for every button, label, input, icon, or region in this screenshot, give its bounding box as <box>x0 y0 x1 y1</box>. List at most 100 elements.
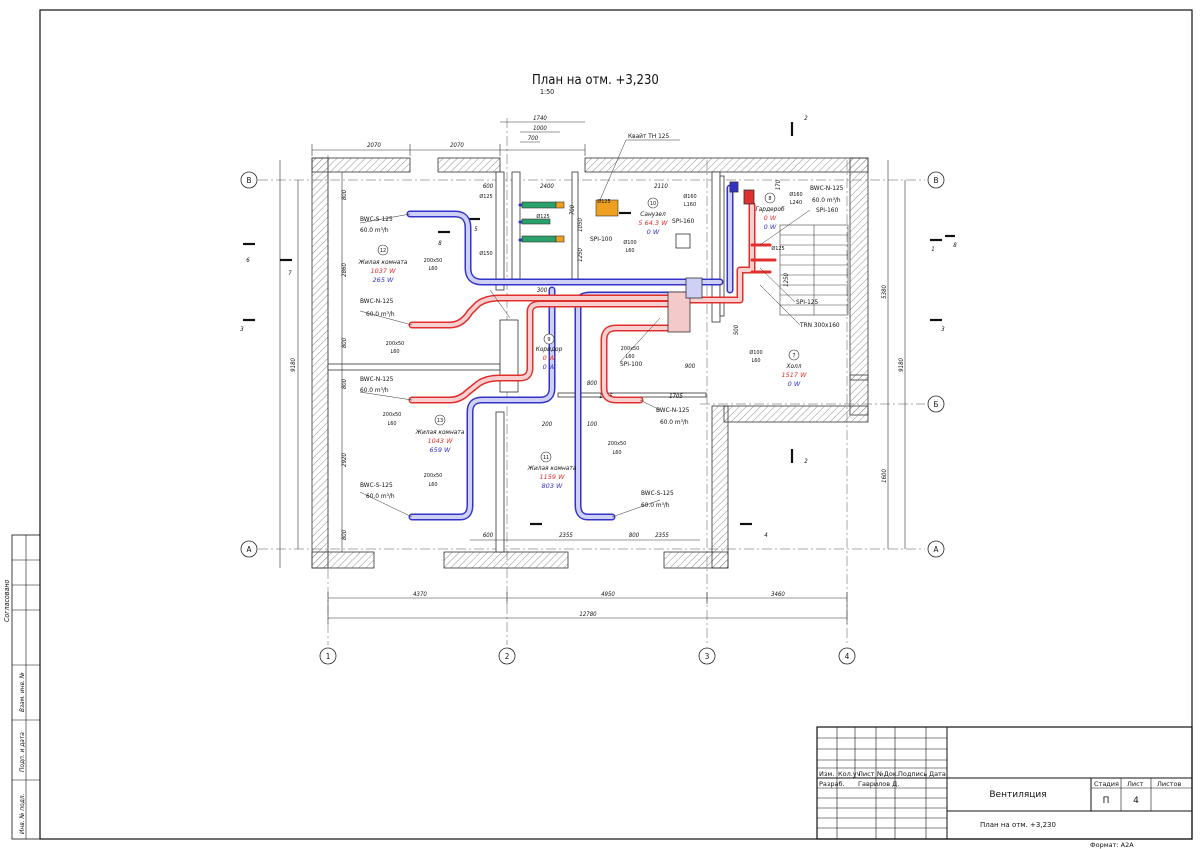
dim-bottom-3: 3460 <box>771 591 785 598</box>
room-12-heat: 1037 W <box>370 267 396 275</box>
dim-top-2: 2070 <box>450 142 464 149</box>
dim-bottom-inner-1: 600 <box>483 532 494 539</box>
tb-sheet-title: План на отм. +3,230 <box>980 821 1056 829</box>
room-7-name: Холл <box>785 362 801 370</box>
label-d100-hall-l: L60 <box>751 358 760 364</box>
label-duct-room11: 200x50 <box>608 441 627 447</box>
tb-format: Формат: А2А <box>1090 841 1134 849</box>
dim-left-6: 800 <box>341 529 348 540</box>
axis-label-4: 4 <box>845 652 850 661</box>
room-9-heat: 0 W <box>543 354 556 362</box>
dim-top-5: 700 <box>528 135 539 142</box>
label-bwc-s-125-room12: BWC-S-125 <box>360 215 393 223</box>
dim-total: 12780 <box>579 611 597 618</box>
section-mark-3-left: 3 <box>240 326 244 333</box>
label-kvait: Квайт ТН 125 <box>628 132 670 140</box>
tb-dev-role: Разраб. <box>819 780 845 788</box>
side-stamp-sign-date: Подп. и дата <box>18 732 26 772</box>
room-12-name: Жилая комната <box>358 258 408 266</box>
tb-header-date: Дата <box>929 770 946 778</box>
dim-left-4: 800 <box>341 378 348 389</box>
dim-bath-1: 700 <box>569 204 576 215</box>
label-l160: L160 <box>684 202 696 208</box>
label-d125-c: Ø125 <box>597 198 610 205</box>
label-duct-room13-l: L60 <box>387 421 396 427</box>
label-bwc-n-125-room11: BWC-N-125 <box>656 406 690 414</box>
room-13-num: 13 <box>437 418 443 424</box>
dim-misc-100: 100 <box>587 421 598 428</box>
label-d125-a: Ø125 <box>479 193 492 200</box>
side-stamp-inv: Инв. № подл. <box>18 794 26 834</box>
label-duct-corridor-l: L60 <box>625 354 634 360</box>
dim-top-4: 1000 <box>533 125 547 132</box>
side-stamp-agreed: Согласовано <box>3 580 11 622</box>
dim-wardrobe-1: 170 <box>775 179 782 190</box>
label-bwc-s-125-room11: BWC-S-125 <box>641 489 674 497</box>
label-flow-room12-supply: 60.0 m³/h <box>366 310 395 318</box>
label-d150: Ø150 <box>479 250 492 257</box>
room-10-heat: 5 64.3 W <box>638 219 668 227</box>
dim-hall-500: 500 <box>733 324 740 335</box>
axis-label-2: 2 <box>505 652 510 661</box>
dim-left-5: 2920 <box>341 453 348 467</box>
axis-label-a-left: А <box>247 545 252 554</box>
dim-wardrobe-2: 1250 <box>783 273 790 287</box>
room-8-cool: 0 W <box>764 223 777 231</box>
room-11-name: Жилая комната <box>527 464 577 472</box>
label-flow-room13: 60.0 m³/h <box>366 492 395 500</box>
label-duct-room13-ex-l: L60 <box>428 482 437 488</box>
section-mark-4: 4 <box>764 532 768 539</box>
room-tags <box>377 192 800 463</box>
label-d160-b: Ø160 <box>789 191 802 198</box>
dim-misc-900: 900 <box>685 363 696 370</box>
label-duct-corridor: 200x50 <box>621 346 640 352</box>
dim-left-total: 9180 <box>290 358 297 372</box>
label-flow-room12: 60.0 m³/h <box>360 226 389 234</box>
dim-left-3: 800 <box>341 337 348 348</box>
label-flow-room11: 60.0 m³/h <box>641 501 670 509</box>
label-d100-top-l: L60 <box>625 248 634 254</box>
label-flow-wardrobe: 60.0 m³/h <box>812 196 841 204</box>
section-mark-5: 5 <box>474 226 478 233</box>
room-10-cool: 0 W <box>647 228 660 236</box>
label-duct-room12-ex-l: L60 <box>428 266 437 272</box>
plan-scale: 1:50 <box>540 88 554 96</box>
tb-header-sign: Подпись <box>898 770 927 778</box>
tb-sheet: 4 <box>1133 796 1139 806</box>
tb-stage: П <box>1103 796 1110 806</box>
dim-bottom-1: 4370 <box>413 591 427 598</box>
room-10-num: 10 <box>650 201 656 207</box>
label-bwc-s-125-room13: BWC-S-125 <box>360 481 393 489</box>
dim-right-total: 9180 <box>898 358 905 372</box>
tb-sheet-label: Лист <box>1127 780 1144 788</box>
tb-project: Вентиляция <box>989 790 1046 800</box>
section-mark-6-left: 6 <box>246 257 250 264</box>
label-spi-160-wardrobe: SPI-160 <box>816 206 839 214</box>
staircase <box>779 224 849 316</box>
dim-top-3: 1740 <box>533 115 547 122</box>
interior-walls <box>327 171 725 553</box>
dim-bottom-2: 4950 <box>601 591 615 598</box>
room-12-cool: 265 W <box>373 276 394 284</box>
room-13-heat: 1043 W <box>427 437 453 445</box>
section-mark-2-top: 2 <box>804 115 808 122</box>
side-stamp-replaced: Взам. инв. № <box>18 672 26 712</box>
dim-bath-3: 1250 <box>577 248 584 262</box>
ahu-box <box>667 181 755 333</box>
tb-header-doc: №Док. <box>876 770 899 778</box>
room-12-num: 12 <box>380 248 386 254</box>
plan-title: План на отм. +3,230 <box>532 73 659 88</box>
label-trn: TRN 300x160 <box>799 321 840 329</box>
section-mark-7-left: 7 <box>288 270 292 277</box>
tb-header-kolvo: Кол.уч <box>838 770 861 778</box>
label-d100-top: Ø100 <box>623 239 636 246</box>
sheet-frame <box>39 9 1193 840</box>
label-duct-room12: 200x50 <box>386 341 405 347</box>
section-mark-8-right: 8 <box>953 242 957 249</box>
room-10-name: Санузел <box>640 210 666 218</box>
label-spi-160-bath: SPI-160 <box>672 217 695 225</box>
tb-sheets-label: Листов <box>1157 780 1181 788</box>
label-l240: L240 <box>790 200 802 206</box>
dim-inner-top-3: 2110 <box>654 183 668 190</box>
